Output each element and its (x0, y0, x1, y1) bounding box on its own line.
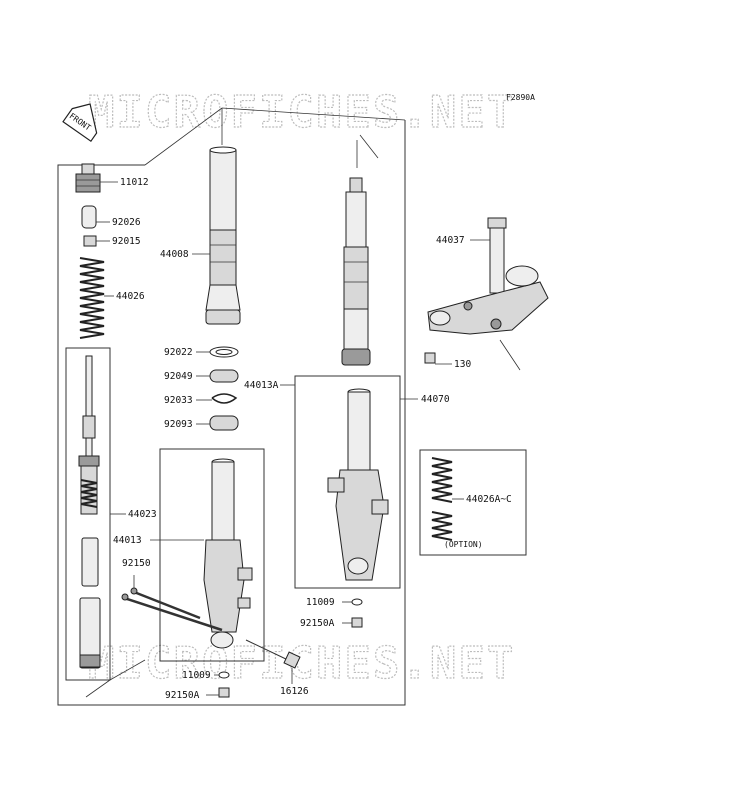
label-92049: 92049 (164, 371, 193, 382)
label-92015: 92015 (112, 236, 141, 247)
reference-code: F2890A (506, 93, 535, 102)
option-spring-part (431, 457, 453, 541)
label-92093: 92093 (164, 419, 193, 430)
label-11009-b: 11009 (306, 597, 335, 608)
spacer-part (81, 205, 97, 229)
washer-part (209, 369, 239, 383)
drain-washer-part (218, 671, 230, 679)
option-label: (OPTION) (444, 540, 483, 549)
label-92022: 92022 (164, 347, 193, 358)
outer-tube-part (203, 458, 253, 649)
watermark-bottom: MICROFICHES.NET (88, 638, 515, 689)
label-44026: 44026 (116, 291, 145, 302)
bushing-part (209, 346, 239, 358)
label-44008: 44008 (160, 249, 189, 260)
label-11009: 11009 (182, 670, 211, 681)
axle-bolt-part (121, 587, 223, 632)
nut-part (83, 235, 97, 247)
watermark-top: MICROFICHES.NET (88, 87, 515, 138)
axle-pinch-bolt-part (245, 639, 301, 669)
outer-tube-box (159, 448, 265, 662)
cap-bolt-part (75, 163, 101, 193)
clip-part (211, 393, 238, 404)
label-16126: 16126 (280, 686, 309, 697)
drain-bolt-part (218, 687, 230, 698)
oil-seal-part (209, 415, 239, 431)
inner-tube-part (205, 146, 241, 325)
label-44026a-c: 44026A~C (466, 494, 512, 505)
label-92150: 92150 (122, 558, 151, 569)
outer-tube-a-box (294, 375, 401, 589)
option-spring-box (419, 449, 527, 556)
steering-stem-part (427, 217, 549, 335)
damper-rod-part (78, 355, 101, 669)
label-44070: 44070 (421, 394, 450, 405)
label-92033: 92033 (164, 395, 193, 406)
front-arrow-icon: FRONT (62, 103, 98, 143)
drain-bolt-a-part (351, 617, 363, 628)
label-92150a-b: 92150A (300, 618, 335, 629)
stem-bolt-part (424, 352, 436, 364)
label-44037: 44037 (436, 235, 465, 246)
label-92150a: 92150A (165, 690, 200, 701)
outer-tube-a-part (327, 388, 389, 581)
inner-tube-a-part (341, 177, 371, 366)
label-44013a: 44013A (244, 380, 279, 391)
drain-washer-a-part (351, 598, 363, 606)
spring-part (79, 257, 105, 339)
label-92026: 92026 (112, 217, 141, 228)
label-130: 130 (454, 359, 471, 370)
label-11012: 11012 (120, 177, 149, 188)
label-44023: 44023 (128, 509, 157, 520)
label-44013: 44013 (113, 535, 142, 546)
